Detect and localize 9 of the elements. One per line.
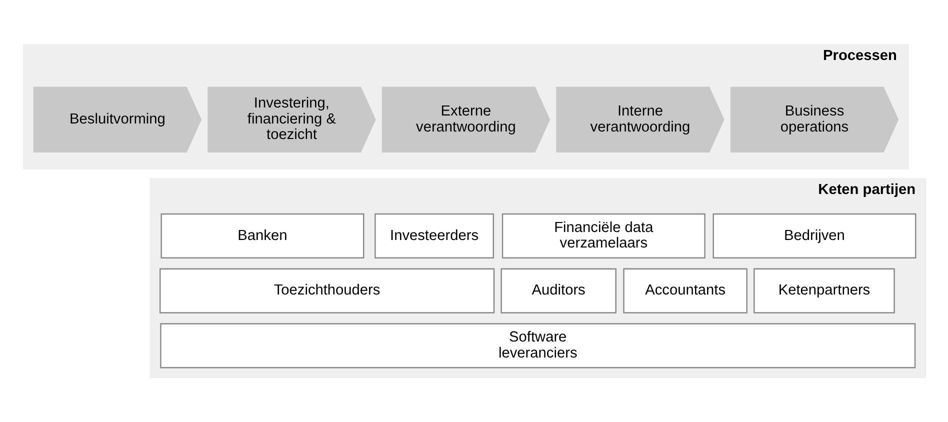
node-box: Financiële data verzamelaars bbox=[501, 213, 705, 259]
node-box: Toezichthouders bbox=[159, 268, 494, 314]
node-box: Investeerders bbox=[374, 213, 494, 259]
node-box: Bedrijven bbox=[712, 213, 916, 259]
node-box: Banken bbox=[160, 213, 364, 259]
node-box: Software leveranciers bbox=[160, 323, 916, 368]
node-box: Accountants bbox=[622, 268, 747, 314]
node-box: Ketenpartners bbox=[753, 268, 894, 314]
node-box: Auditors bbox=[500, 268, 616, 314]
